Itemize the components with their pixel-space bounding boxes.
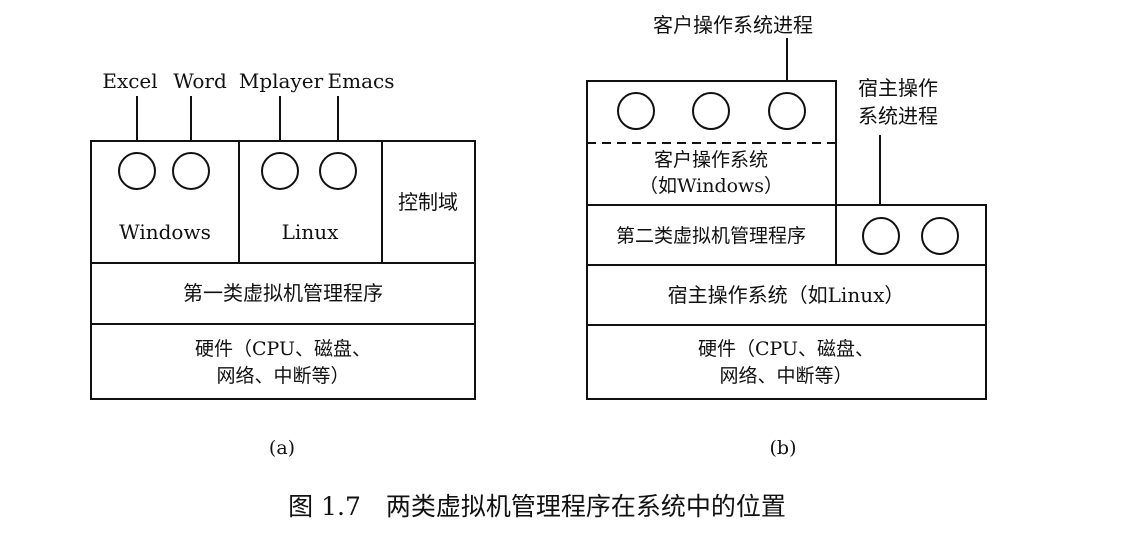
process-circle: [118, 152, 156, 190]
process-circle: [319, 152, 357, 190]
process-circle: [768, 92, 806, 130]
host-processes-box: [835, 204, 987, 266]
hypervisor-type2-box: [586, 204, 837, 266]
process-circle: [617, 92, 655, 130]
subfigure-label-b: (b): [770, 437, 797, 459]
host-os-label: 宿主操作系统（如Linux）: [668, 283, 905, 307]
control-domain-label: 控制域: [398, 190, 458, 214]
process-circle: [862, 217, 900, 255]
diagram-b: 客户操作系统进程 客户操作系统 （如Windows） 宿主操作 系统进程 第二类…: [586, 13, 987, 459]
subfigure-label-a: (a): [269, 437, 295, 459]
os-label-windows: Windows: [119, 220, 211, 244]
diagram-a: Excel Word Mplayer Emacs Windows Linux 控…: [90, 69, 476, 459]
vm-linux-box: [238, 140, 383, 264]
guest-os-label-line1: 客户操作系统: [654, 149, 768, 171]
process-circle: [261, 152, 299, 190]
process-circle: [921, 217, 959, 255]
guest-os-label-line2: （如Windows）: [639, 175, 783, 197]
hypervisor-type1-label: 第一类虚拟机管理程序: [183, 281, 383, 305]
app-label-word: Word: [173, 69, 227, 93]
host-process-label-line1: 宿主操作: [858, 76, 938, 100]
hypervisor-type1-box: [90, 262, 476, 325]
hardware-box-a: [90, 323, 476, 400]
app-label-excel: Excel: [102, 69, 157, 93]
hardware-label-line2: 网络、中断等）: [719, 365, 852, 387]
process-circle: [692, 92, 730, 130]
vm-windows-box: [90, 140, 240, 264]
hardware-label-line2: 网络、中断等）: [216, 365, 349, 387]
figure-caption: 图 1.7 两类虚拟机管理程序在系统中的位置: [288, 492, 786, 521]
hardware-label-line1: 硬件（CPU、磁盘、: [698, 338, 874, 360]
app-label-emacs: Emacs: [328, 69, 395, 93]
os-label-linux: Linux: [282, 220, 339, 244]
host-process-label-line2: 系统进程: [858, 104, 938, 128]
hardware-label-line1: 硬件（CPU、磁盘、: [195, 338, 371, 360]
process-circle: [172, 152, 210, 190]
host-os-box: [586, 264, 987, 326]
app-label-mplayer: Mplayer: [239, 69, 324, 93]
hypervisor-type2-label: 第二类虚拟机管理程序: [616, 225, 806, 247]
guest-process-label: 客户操作系统进程: [653, 13, 813, 37]
hardware-box-b: [586, 324, 987, 400]
